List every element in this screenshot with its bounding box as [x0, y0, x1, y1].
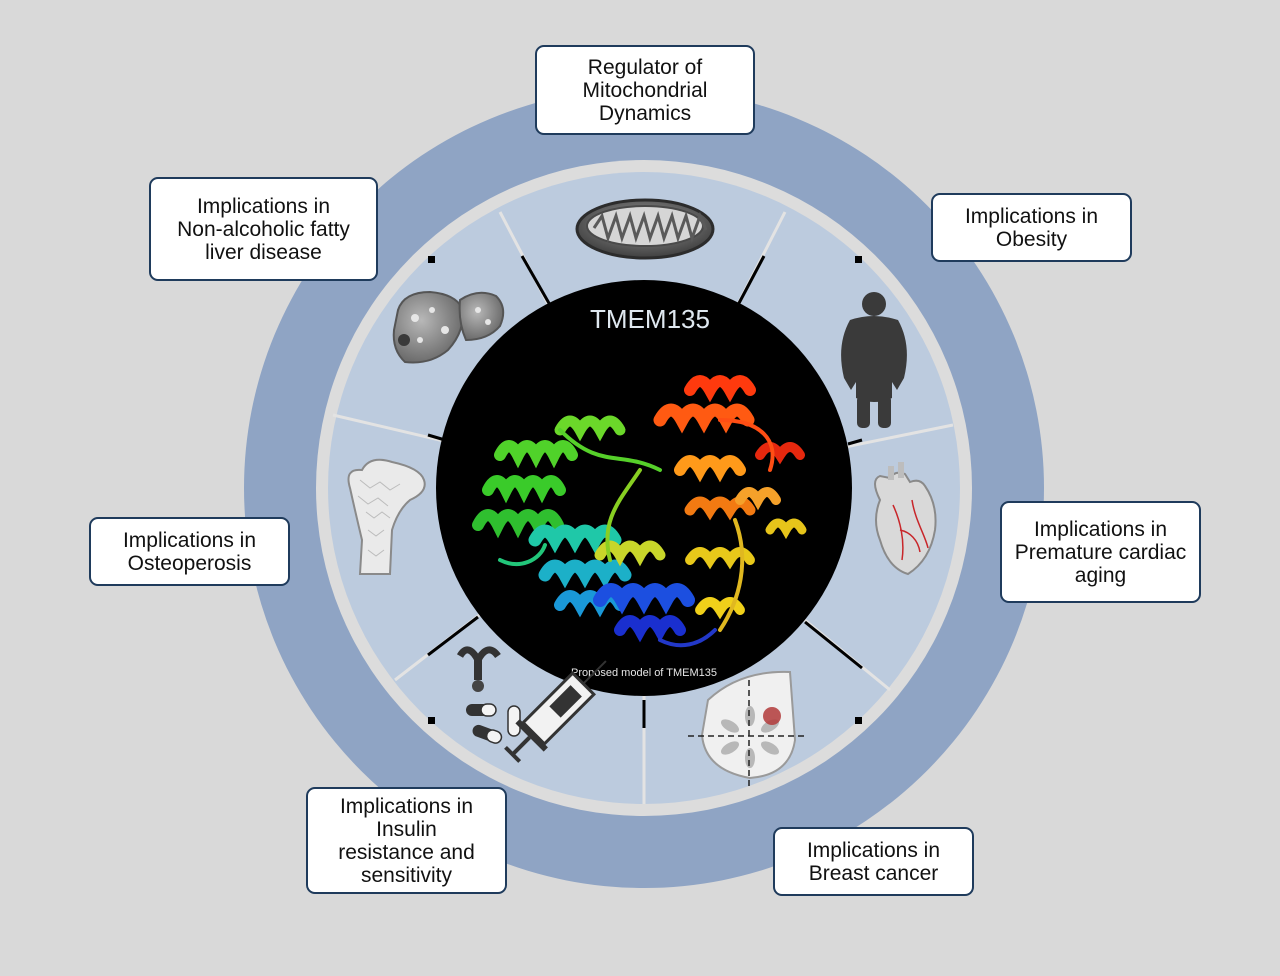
label-mitochondrial-dynamics: Regulator of Mitochondrial Dynamics	[535, 45, 755, 135]
mitochondrion-icon	[575, 198, 715, 260]
breast-tumor-icon	[688, 670, 808, 790]
protein-structure-image	[472, 375, 807, 648]
center-caption: Proposed model of TMEM135	[571, 667, 717, 679]
label-breast-cancer: Implications in Breast cancer	[773, 827, 974, 896]
label-cardiac-aging: Implications in Premature cardiac aging	[1000, 501, 1201, 603]
fatty-liver-icon	[392, 290, 505, 364]
connector-ticks	[427, 255, 863, 728]
femur-bone-icon	[347, 458, 426, 575]
label-nafld: Implications in Non-alcoholic fatty live…	[149, 177, 378, 281]
label-obesity: Implications in Obesity	[931, 193, 1132, 262]
center-title: TMEM135	[590, 304, 710, 334]
insulin-pills-syringe-icon	[456, 646, 607, 763]
corner-marks	[428, 256, 862, 724]
heart-icon	[874, 462, 937, 576]
label-insulin-resistance: Implications in Insulin resistance and s…	[306, 787, 507, 894]
obese-person-icon	[841, 292, 907, 428]
label-osteoporosis: Implications in Osteoperosis	[89, 517, 290, 586]
